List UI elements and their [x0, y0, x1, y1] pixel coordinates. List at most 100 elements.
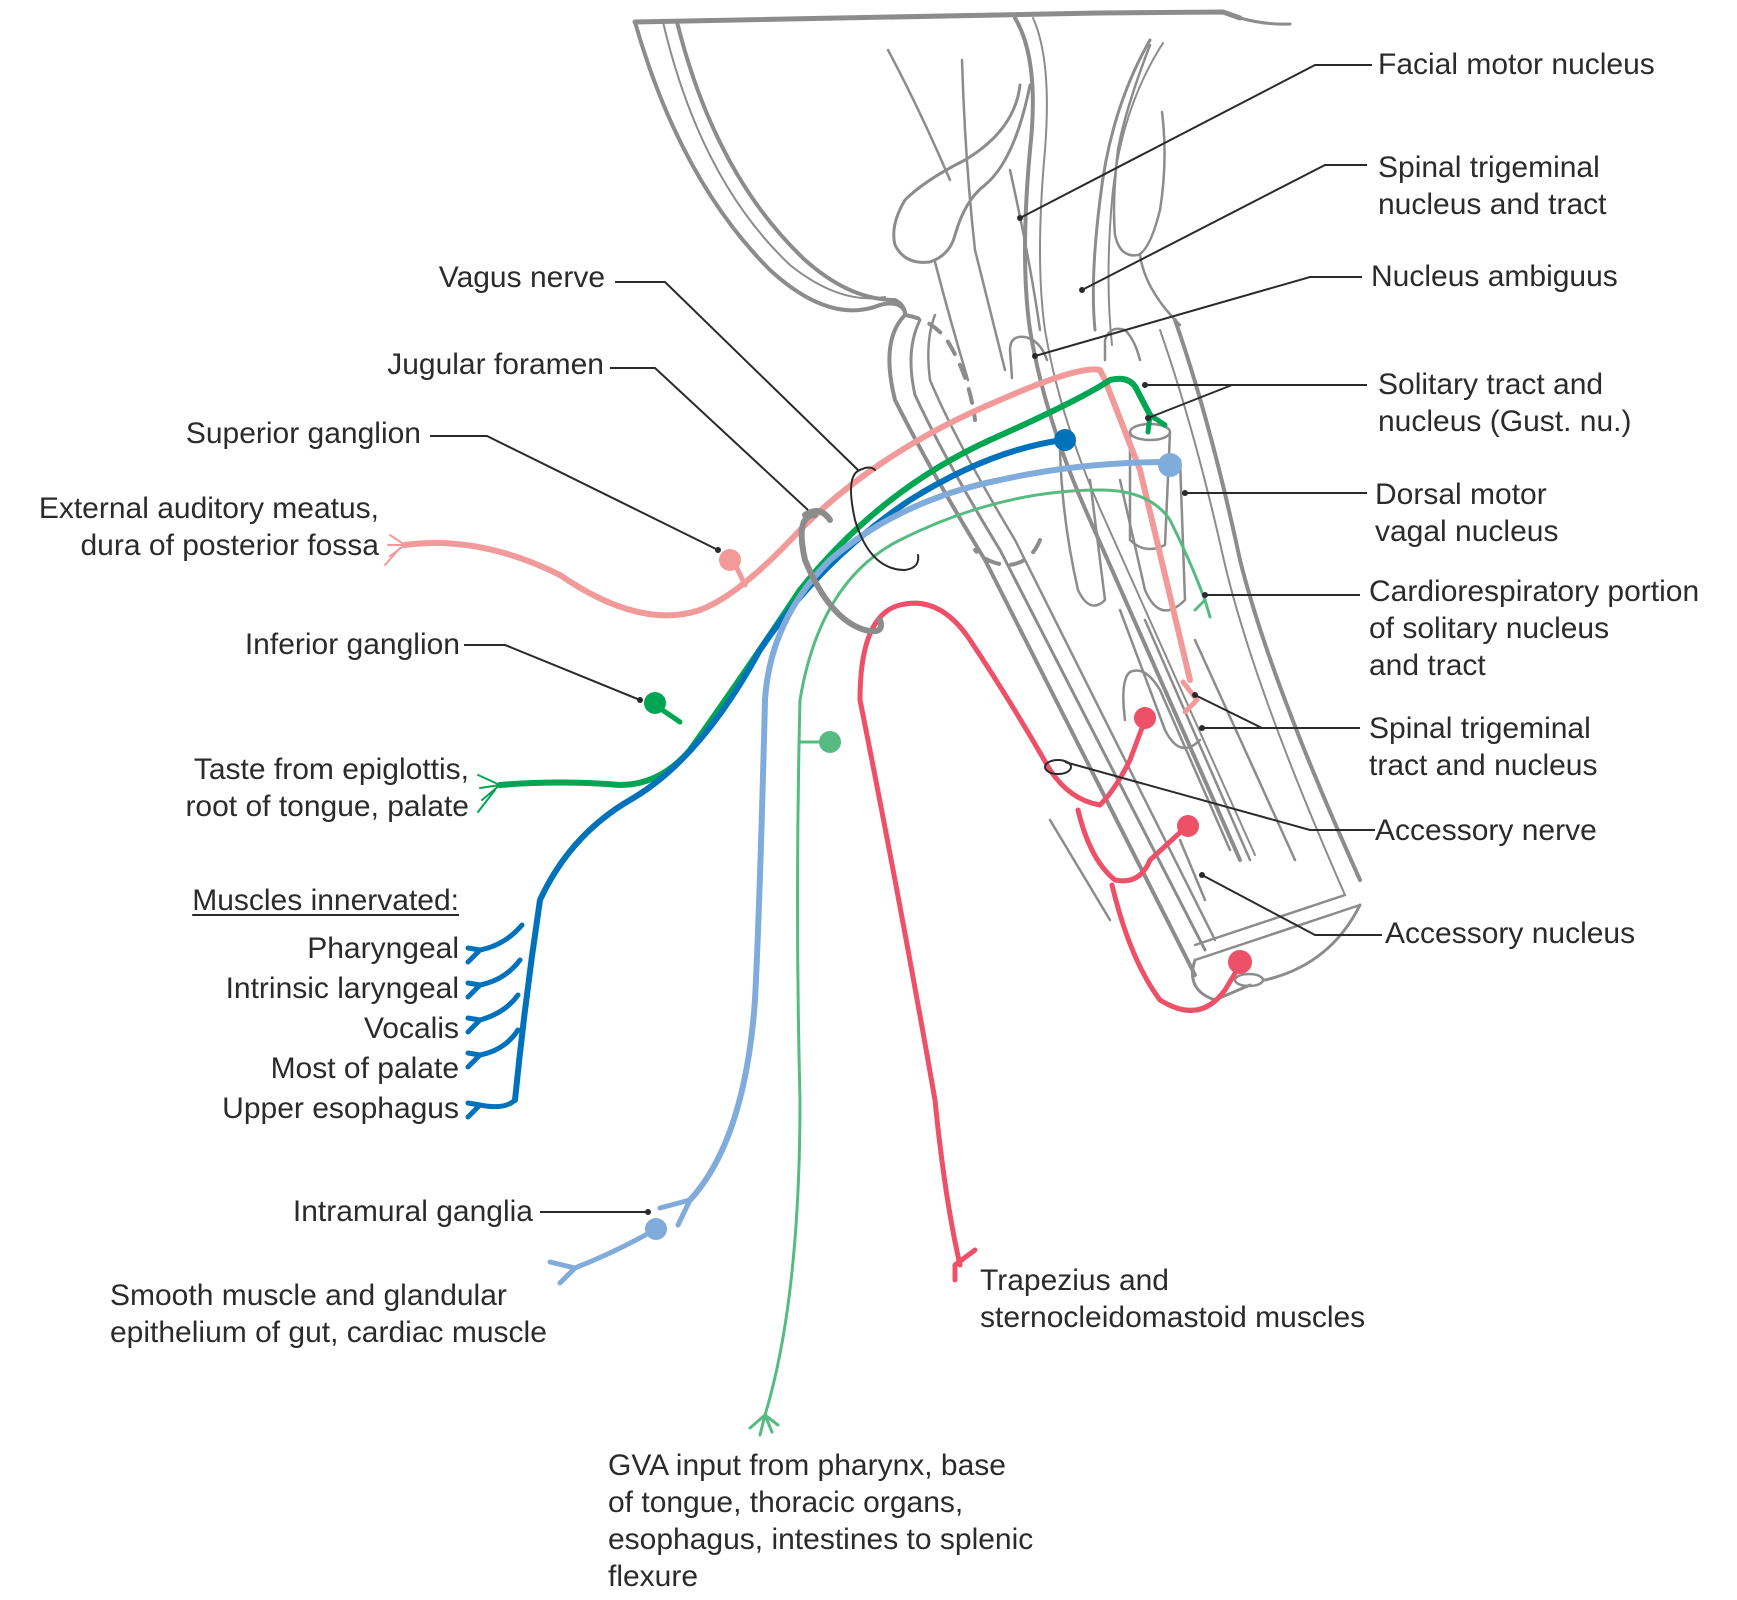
internal-line-2	[960, 58, 1007, 372]
label-spinal-trigeminal-bottom-2: tract and nucleus	[1369, 749, 1598, 782]
dot-superior-ganglion	[715, 547, 721, 553]
nerve-pathways	[384, 366, 1252, 1437]
branch-vocalis	[465, 992, 521, 1035]
inner-line-lower-4	[1178, 838, 1207, 902]
vagus-nerve-ring-top	[859, 466, 876, 471]
gsa-dendrite	[384, 534, 406, 566]
jugular-foramen-ring	[798, 512, 884, 635]
outer-right-tail	[1138, 253, 1182, 327]
label-accessory-nucleus: Accessory nucleus	[1385, 917, 1636, 950]
leader-jugular-foramen	[610, 367, 809, 511]
muscle-item: Most of palate	[270, 1052, 459, 1085]
accessory-nerve-ring	[1044, 759, 1072, 775]
label-smooth-muscle-1: Smooth muscle and glandular	[110, 1279, 507, 1312]
leader-endpoints	[637, 215, 1208, 1215]
outer-right-curve-1	[1091, 38, 1152, 332]
gva-peripheral-dendrite	[748, 1413, 780, 1437]
foramen-rings	[798, 466, 1072, 775]
label-taste-2: root of tongue, palate	[185, 790, 469, 823]
branch-upper-esophagus	[465, 1097, 518, 1120]
accessory-root-1	[1097, 717, 1148, 808]
lower-loop-3	[1058, 448, 1107, 607]
label-taste-1: Taste from epiglottis,	[193, 753, 469, 786]
skull-top-right	[1238, 16, 1292, 26]
medulla-block-right	[1173, 318, 1362, 882]
inferior-ganglion-cell	[644, 692, 666, 714]
inner-line-lower-2	[1193, 638, 1297, 862]
leader-lines	[430, 64, 1382, 1213]
lower-loop-2	[1122, 669, 1232, 852]
label-vagus-nerve: Vagus nerve	[438, 261, 605, 294]
dot-intramural-ganglia	[645, 1209, 651, 1215]
muscle-item: Pharyngeal	[307, 932, 459, 965]
label-external-auditory-2: dura of posterior fossa	[80, 529, 380, 562]
label-trapezius-1: Trapezius and	[980, 1264, 1169, 1297]
label-external-auditory-1: External auditory meatus,	[38, 492, 379, 525]
label-trapezius-2: sternocleidomastoid muscles	[980, 1301, 1366, 1334]
gve-fiber-lightblue	[687, 459, 1173, 1203]
inner-line-lower-3	[1048, 818, 1112, 922]
jugular-foramen-ring-top	[802, 508, 833, 523]
label-inferior-ganglion: Inferior ganglion	[244, 628, 460, 661]
label-dorsal-motor-2: vagal nucleus	[1375, 515, 1559, 548]
leader-vagus-nerve	[615, 281, 859, 471]
label-gva-2: of tongue, thoracic organs,	[608, 1486, 964, 1519]
medulla-left-wall-2	[909, 318, 1207, 952]
accessory-root-2	[1075, 807, 1188, 884]
dot-inferior-ganglion	[637, 697, 643, 703]
label-dorsal-motor-1: Dorsal motor	[1375, 478, 1547, 511]
internal-line-4	[1008, 168, 1042, 332]
leader-spinal-trigeminal-top	[1081, 164, 1367, 291]
dot-dorsal-motor	[1182, 490, 1188, 496]
dot-facial-motor	[1017, 215, 1023, 221]
taste-dendrite	[477, 774, 501, 813]
facial-nucleus-lobe	[892, 83, 1032, 264]
dot-cardiorespiratory	[1202, 592, 1208, 598]
label-gva-4: flexure	[608, 1560, 699, 1593]
label-jugular-foramen: Jugular foramen	[387, 348, 604, 381]
vagus-nerve-ring	[850, 469, 920, 572]
skull-top-edge	[632, 9, 1243, 25]
dot-spinal-trigeminal-bottom-1	[1192, 692, 1198, 698]
gve-preganglionic-terminal	[657, 1197, 693, 1228]
accessory-nucleus-cell-1	[1134, 707, 1156, 729]
leader-spinal-trigeminal-bottom-1	[1194, 694, 1360, 729]
brainstem-structure	[632, 9, 1362, 1002]
label-intramural-ganglia: Intramural ganglia	[292, 1195, 533, 1228]
sve-muscle-branches	[465, 922, 525, 1120]
gva-ganglion-cell	[819, 731, 841, 753]
muscles-innervated-heading: Muscles innervated:	[192, 884, 459, 917]
accessory-terminal	[952, 1247, 978, 1283]
jugular-dashed	[903, 313, 977, 422]
dorsal-motor-cylinder-body	[1128, 430, 1172, 551]
jugular-dashed-lower	[973, 538, 1042, 567]
leader-superior-ganglion	[430, 435, 719, 551]
accessory-nucleus-cell-3	[1228, 950, 1252, 974]
skull-outer-curve	[633, 20, 907, 314]
leader-inferior-ganglion	[464, 644, 641, 701]
label-gva-1: GVA input from pharynx, base	[608, 1449, 1006, 1482]
leader-accessory-nerve	[1064, 761, 1375, 831]
accessory-nucleus-cell-2	[1177, 815, 1199, 837]
skull-inner-curve-2	[675, 20, 907, 317]
skull-inner-curve-1	[662, 21, 886, 300]
leader-accessory-nucleus	[1201, 874, 1382, 936]
label-accessory-nerve: Accessory nerve	[1375, 814, 1597, 847]
accessory-root-3	[1109, 882, 1243, 1013]
internal-line-1	[886, 48, 952, 182]
gsa-fiber-pink	[402, 366, 1193, 683]
lower-loop-1	[1118, 608, 1202, 750]
gve-postganglionic	[547, 1226, 659, 1286]
gsa-terminal-arrow	[1180, 679, 1200, 715]
outer-right-curve-2	[1107, 42, 1164, 346]
accessory-root-cylinder	[1233, 972, 1265, 988]
label-spinal-trigeminal-bottom-1: Spinal trigeminal	[1369, 712, 1591, 745]
dot-nucleus-ambiguus	[1032, 353, 1038, 359]
muscle-item: Intrinsic laryngeal	[225, 972, 459, 1005]
label-cardiorespiratory-2: of solitary nucleus	[1369, 612, 1610, 645]
inner-line-lower-1	[1143, 618, 1252, 862]
internal-line-3	[933, 260, 970, 382]
dorsal-motor-cell	[1158, 453, 1182, 477]
medulla-block-bottom	[1193, 893, 1362, 962]
